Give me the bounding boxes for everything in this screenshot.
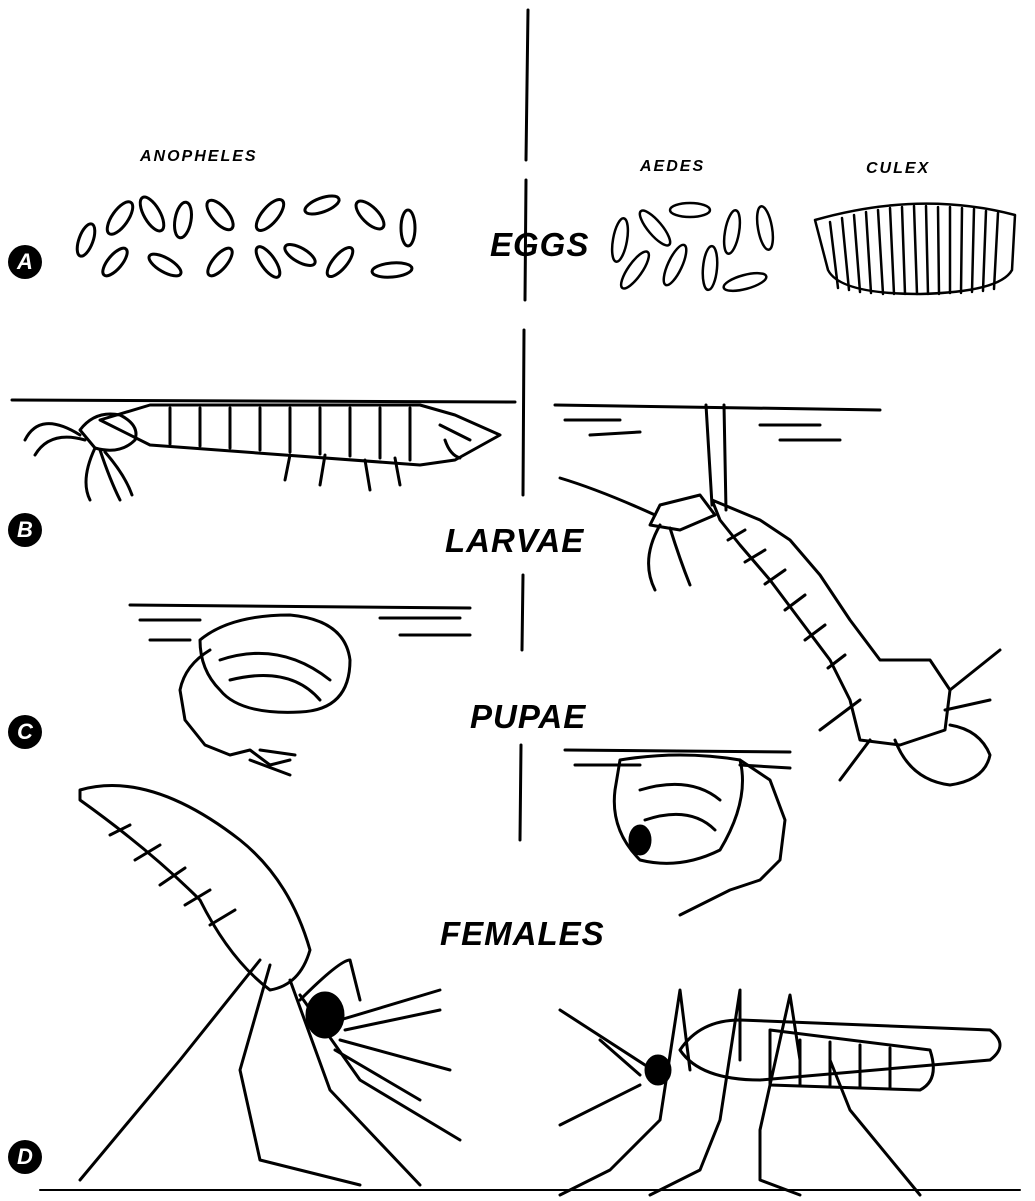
culex-egg-raft	[815, 204, 1015, 294]
aedes-eggs	[609, 203, 775, 294]
anopheles-larva	[12, 400, 515, 500]
label-larvae: LARVAE	[445, 522, 584, 560]
label-females: FEMALES	[440, 915, 605, 953]
anopheles-eggs	[74, 192, 415, 280]
row-marker-c: C	[8, 715, 42, 749]
culex-female	[560, 990, 1000, 1195]
culex-larva	[555, 405, 1000, 785]
label-eggs: EGGS	[490, 226, 589, 264]
label-culex: CULEX	[866, 160, 930, 178]
row-marker-b: B	[8, 513, 42, 547]
label-aedes: AEDES	[640, 158, 705, 176]
label-anopheles: ANOPHELES	[140, 148, 258, 166]
label-pupae: PUPAE	[470, 698, 586, 736]
anopheles-pupa	[130, 605, 470, 775]
row-marker-a: A	[8, 245, 42, 279]
anopheles-female	[80, 786, 460, 1185]
culex-pupa	[565, 750, 790, 915]
row-marker-d: D	[8, 1140, 42, 1174]
